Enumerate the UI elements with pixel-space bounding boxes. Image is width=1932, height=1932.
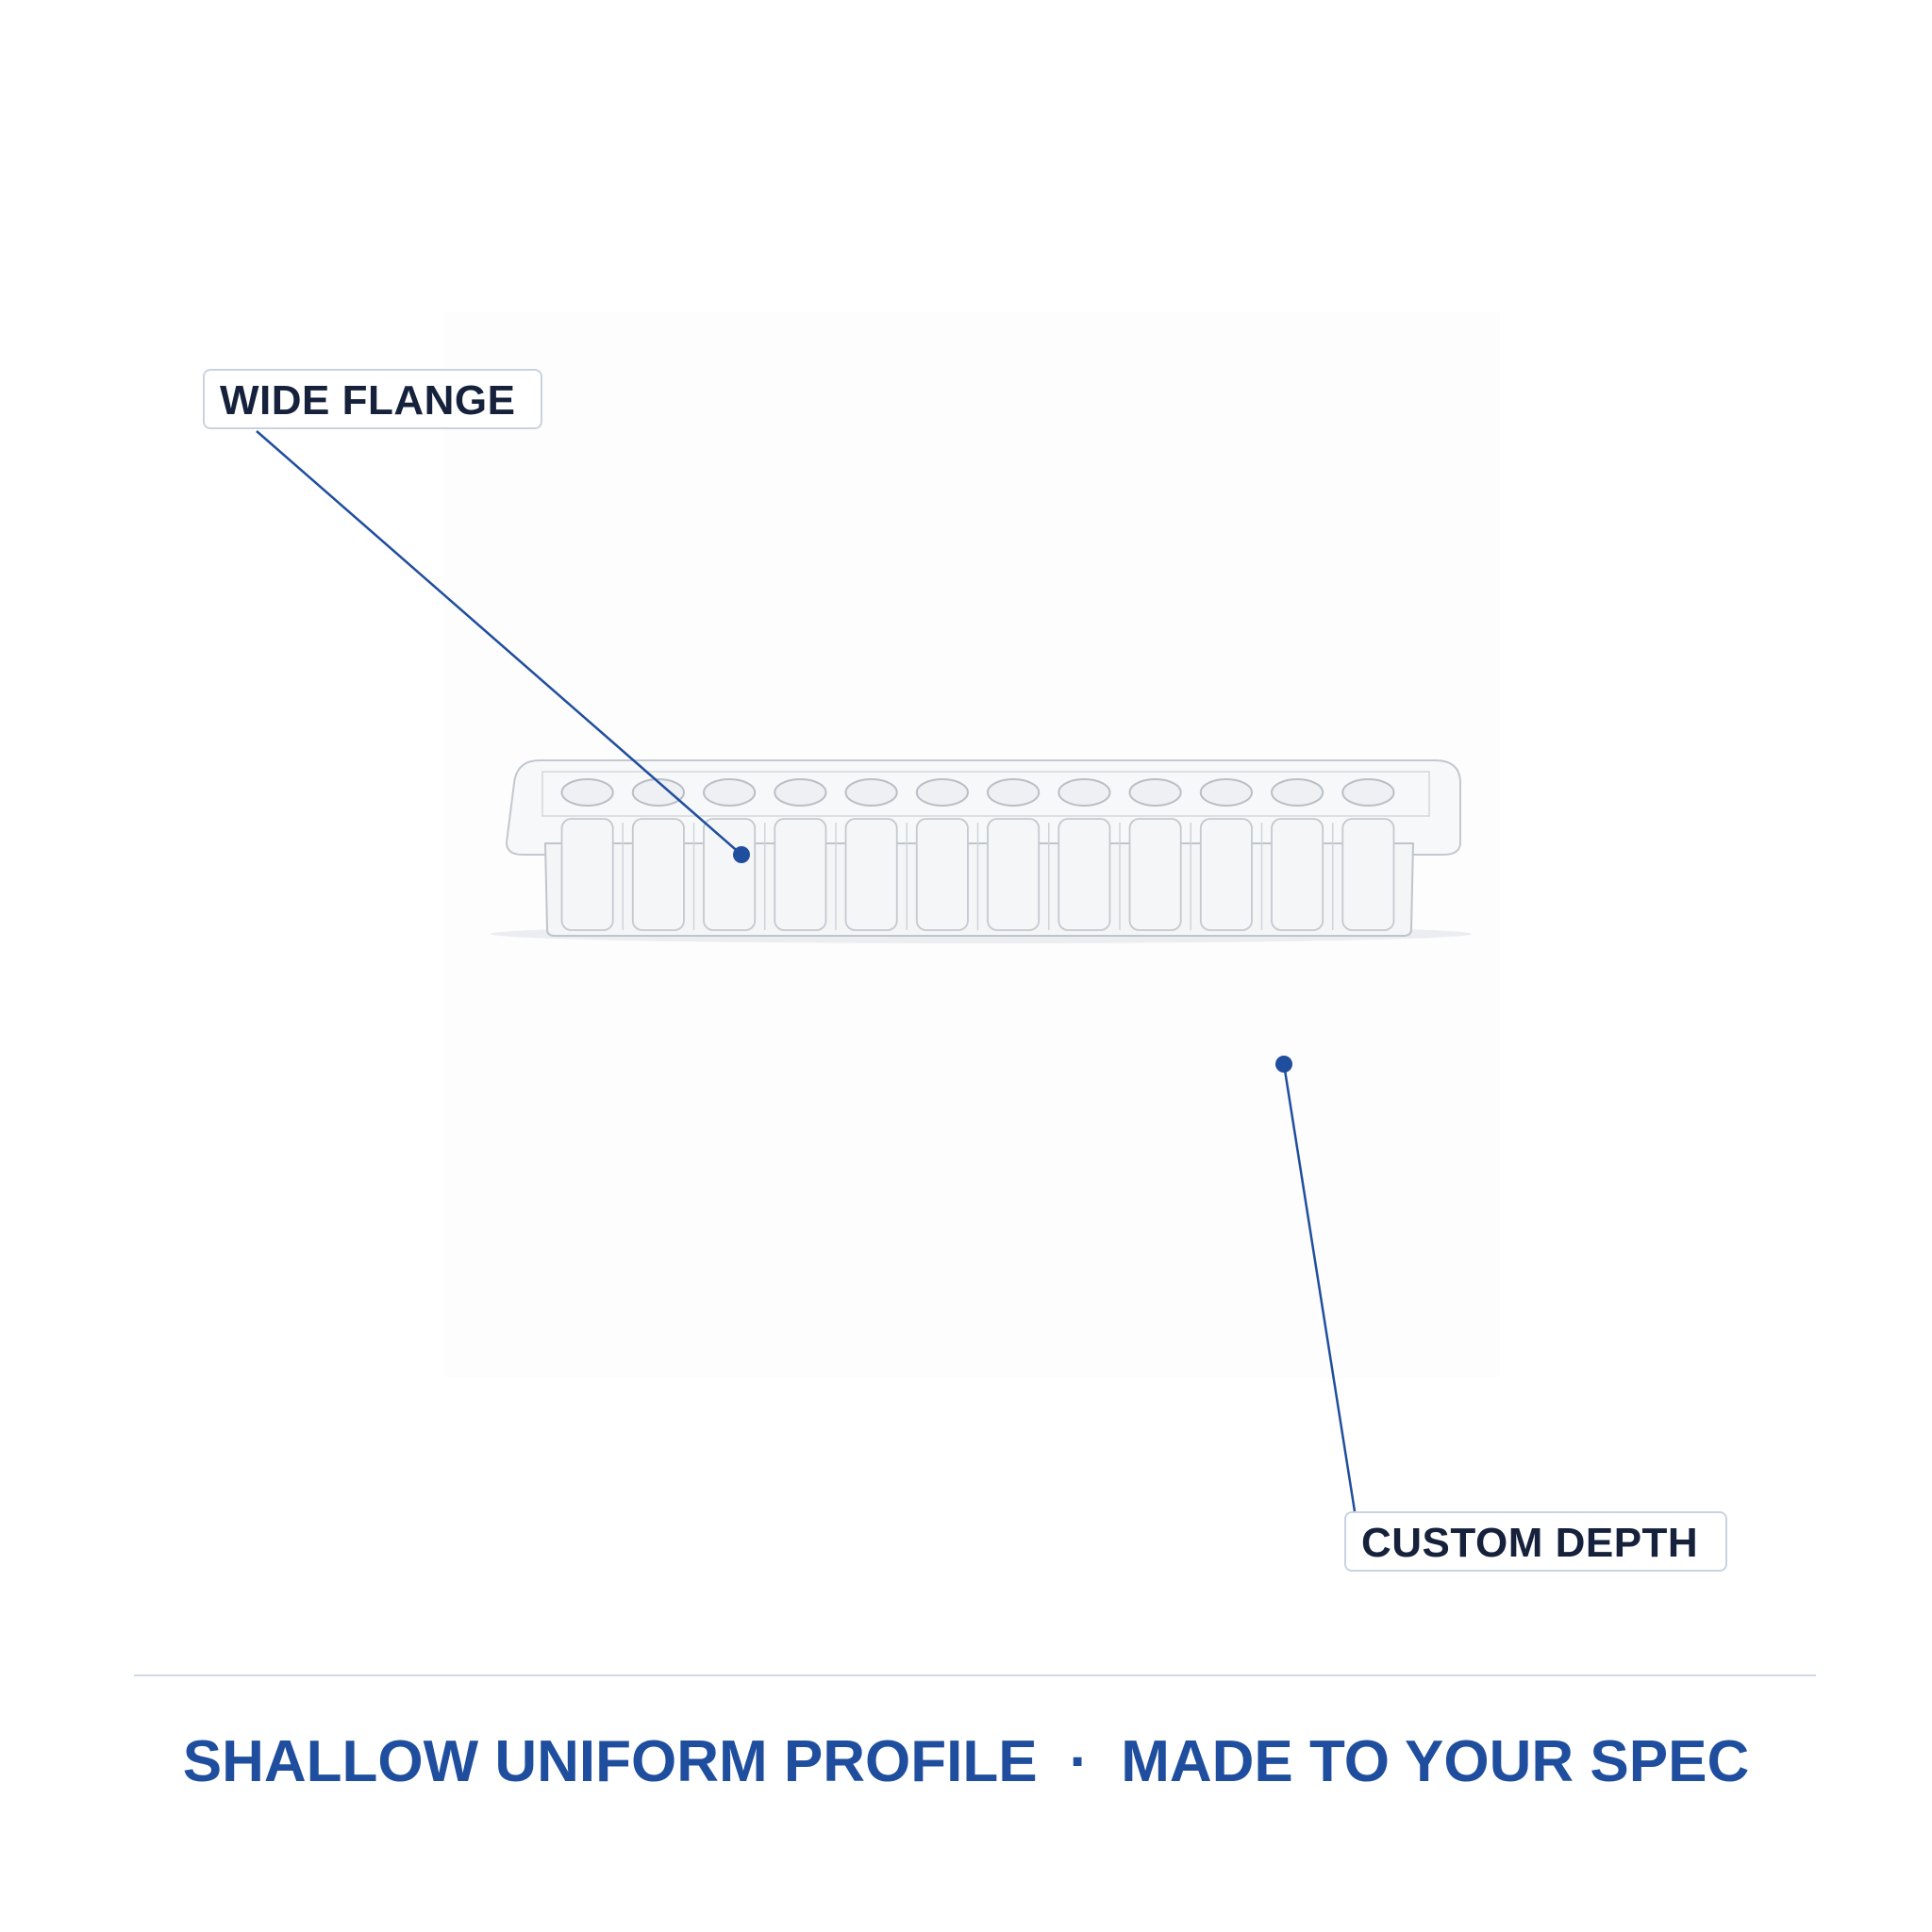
cavity-well (844, 818, 898, 931)
custom-depth-label: CUSTOM DEPTH (1344, 1511, 1727, 1572)
tagline-separator: · (1069, 1729, 1090, 1794)
wide-flange-label: WIDE FLANGE (203, 369, 542, 429)
cavity-top-ring (1341, 778, 1395, 807)
cavity-well (1271, 818, 1324, 931)
custom-depth-leader-dot (1275, 1056, 1292, 1073)
cavity-well (1341, 818, 1395, 931)
cavity-top-ring (1128, 778, 1182, 807)
tray-body (543, 842, 1415, 937)
cavity-well (560, 818, 614, 931)
tray-cavities (560, 778, 1395, 931)
tagline-right: MADE TO YOUR SPEC (1121, 1729, 1750, 1794)
tagline: SHALLOW UNIFORM PROFILE · MADE TO YOUR SPE… (0, 1724, 1932, 1800)
cavity-top-ring (560, 778, 614, 807)
tagline-left: SHALLOW UNIFORM PROFILE (182, 1729, 1038, 1794)
wide-flange-leader-dot (733, 846, 750, 863)
cavity-top-ring (844, 778, 898, 807)
cavity-top-ring (915, 778, 969, 807)
cavity-top-ring (1199, 778, 1253, 807)
tray-flange-inner (541, 771, 1430, 817)
footer-divider (134, 1674, 1816, 1676)
cavity-well (915, 818, 969, 931)
custom-depth-leader-line (1282, 1063, 1357, 1512)
cavity-well (1199, 818, 1253, 931)
cavity-top-ring (631, 778, 685, 807)
cavity-well (1128, 818, 1182, 931)
cavity-well (1058, 818, 1111, 931)
cavity-top-ring (1271, 778, 1324, 807)
wide-flange-leader-line (256, 430, 742, 856)
cavity-top-ring (987, 778, 1041, 807)
cavity-top-ring (703, 778, 757, 807)
cavity-well (774, 818, 827, 931)
cavity-top-ring (774, 778, 827, 807)
cavity-well (631, 818, 685, 931)
cavity-well (987, 818, 1041, 931)
cavity-top-ring (1058, 778, 1111, 807)
